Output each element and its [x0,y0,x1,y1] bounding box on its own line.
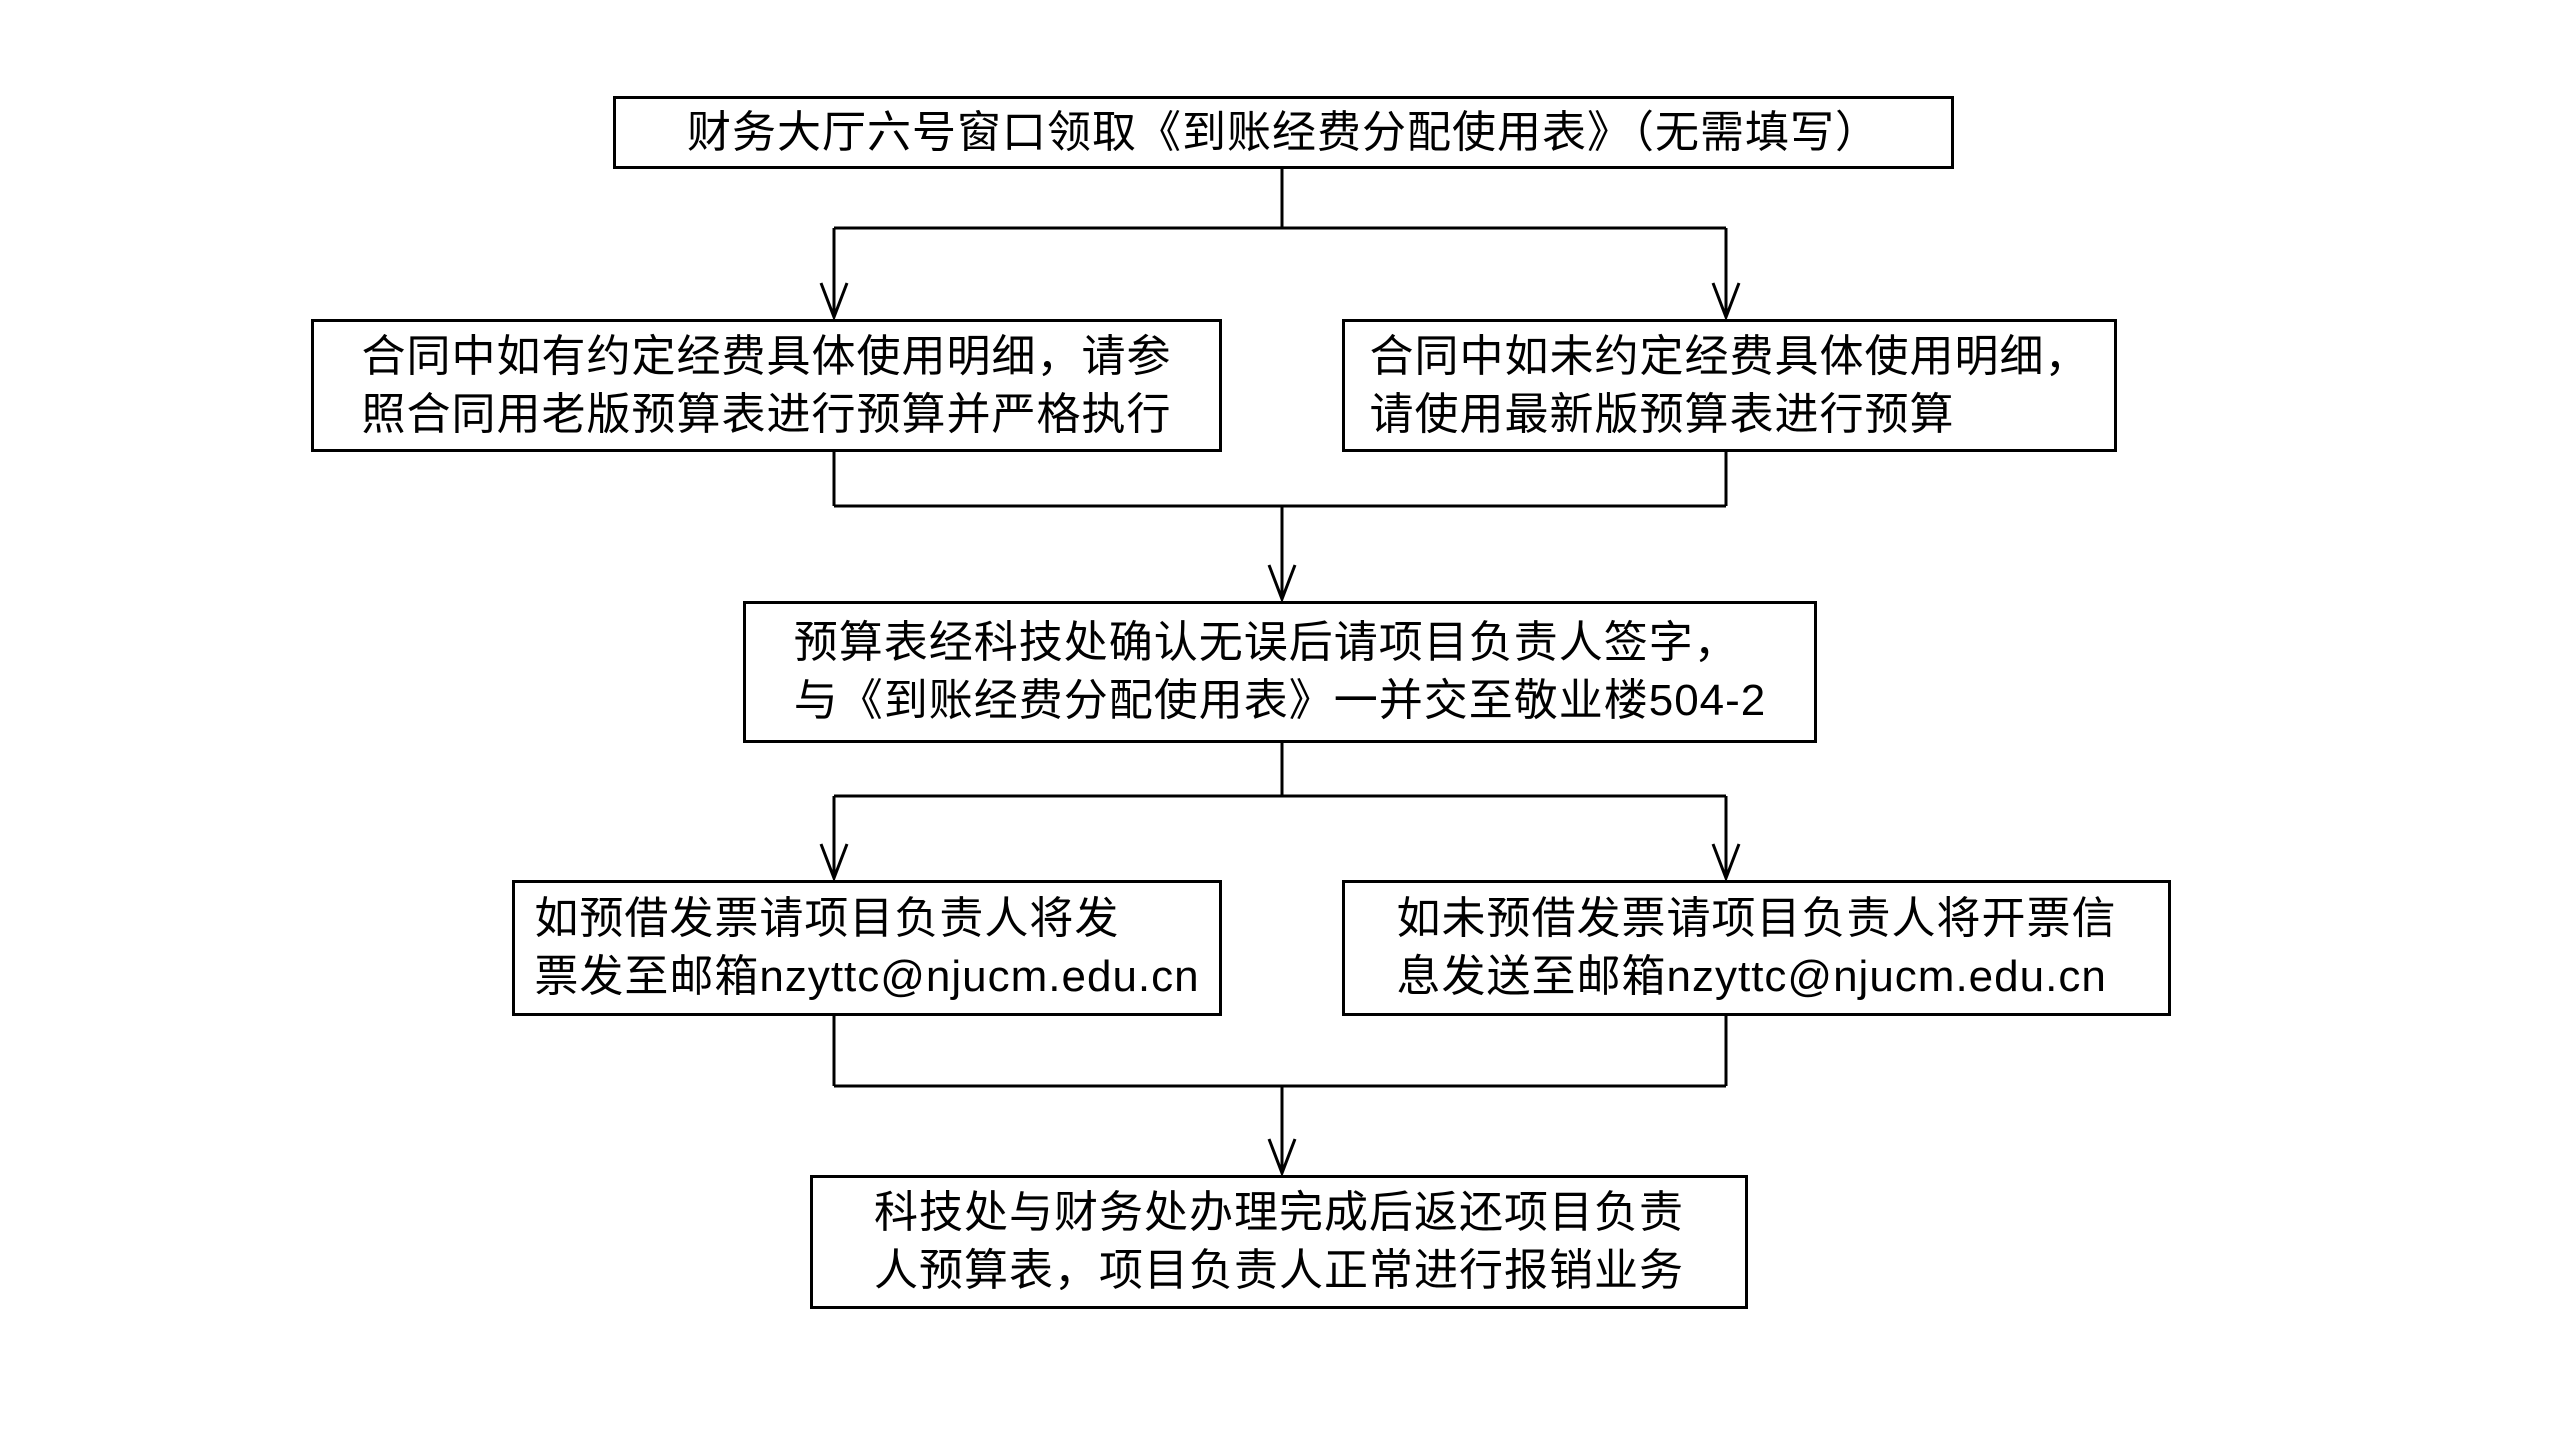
node-contract-has-detail-old-budget: 合同中如有约定经费具体使用明细，请参 照合同用老版预算表进行预算并严格执行 [311,319,1222,452]
node-text: 财务大厅六号窗口领取《到账经费分配使用表》（无需填写） [687,107,1880,157]
node-text: 科技处与财务处办理完成后返还项目负责 人预算表，项目负责人正常进行报销业务 [874,1188,1684,1295]
connector-merge-2 [832,1016,1728,1178]
node-no-prepaid-invoice-send-info: 如未预借发票请项目负责人将开票信 息发送至邮箱nzyttc@njucm.edu.… [1342,880,2171,1016]
arrowhead-icon [1267,1138,1297,1178]
arrowhead-icon [1711,282,1741,322]
arrowhead-icon [819,843,849,883]
node-text: 合同中如未约定经费具体使用明细， 请使用最新版预算表进行预算 [1369,331,2090,439]
node-contract-no-detail-new-budget: 合同中如未约定经费具体使用明细， 请使用最新版预算表进行预算 [1342,319,2117,452]
connector-split-1 [819,169,1741,322]
node-text: 预算表经科技处确认无误后请项目负责人签字， 与《到账经费分配使用表》一并交至敬业… [793,618,1767,725]
node-budget-confirm-sign-submit: 预算表经科技处确认无误后请项目负责人签字， 与《到账经费分配使用表》一并交至敬业… [743,601,1817,743]
arrowhead-icon [819,282,849,322]
node-text: 如未预借发票请项目负责人将开票信 息发送至邮箱nzyttc@njucm.edu.… [1396,894,2117,1001]
node-text: 如预借发票请项目负责人将发 票发至邮箱nzyttc@njucm.edu.cn [534,894,1200,1001]
arrowhead-icon [1267,564,1297,604]
node-prepaid-invoice-send-email: 如预借发票请项目负责人将发 票发至邮箱nzyttc@njucm.edu.cn [512,880,1222,1016]
connector-split-2 [819,743,1741,883]
node-return-budget-reimburse: 科技处与财务处办理完成后返还项目负责 人预算表，项目负责人正常进行报销业务 [810,1175,1748,1309]
node-collect-allocation-form: 财务大厅六号窗口领取《到账经费分配使用表》（无需填写） [613,96,1954,169]
arrowhead-icon [1711,843,1741,883]
connector-merge-1 [832,452,1728,604]
node-text: 合同中如有约定经费具体使用明细，请参 照合同用老版预算表进行预算并严格执行 [361,331,1172,439]
